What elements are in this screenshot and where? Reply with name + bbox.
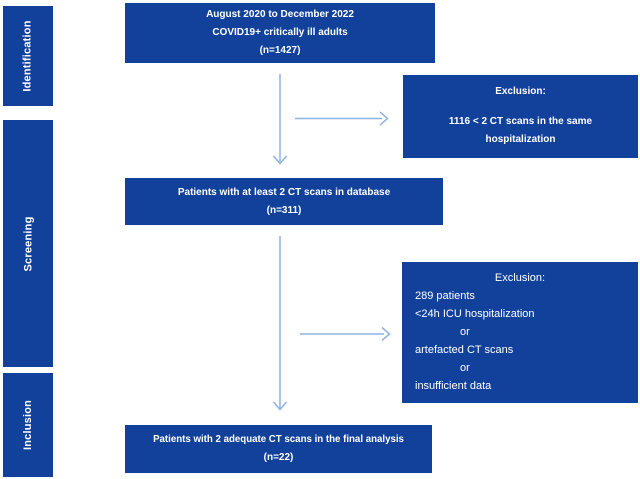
arrow-to-exclusion-1 (295, 111, 389, 126)
inclusion-box-count: (n=22) (263, 452, 294, 463)
arrow-screening-to-inclusion (272, 236, 288, 411)
exclusion-2-line: 289 patients (415, 290, 475, 302)
exclusion-1-body: 1116 < 2 CT scans in the same hospitaliz… (448, 116, 593, 145)
screening-box: Patients with at least 2 CT scans in dat… (125, 178, 443, 225)
sidebar-stage-screening: Screening (3, 120, 53, 367)
inclusion-box-line: Patients with 2 adequate CT scans in the… (153, 434, 404, 445)
exclusion-2-line: <24h ICU hospitalization (415, 308, 535, 320)
identification-box: August 2020 to December 2022 COVID19+ cr… (125, 3, 435, 63)
exclusion-box-1: Exclusion: 1116 < 2 CT scans in the same… (403, 75, 638, 158)
stage-label-inclusion: Inclusion (22, 399, 34, 451)
exclusion-box-2: Exclusion: 289 patients <24h ICU hospita… (402, 262, 638, 403)
sidebar-stage-identification: Identification (3, 6, 53, 106)
exclusion-2-line: artefacted CT scans (415, 344, 514, 356)
exclusion-2-or-line: or (460, 326, 470, 338)
identification-box-count: (n=1427) (259, 45, 301, 56)
exclusion-2-or-line: or (460, 362, 470, 374)
exclusion-1-spacer (425, 100, 616, 113)
exclusion-1-title: Exclusion: (495, 86, 546, 97)
screening-box-count: (n=311) (266, 204, 302, 216)
identification-box-line: August 2020 to December 2022 (206, 9, 354, 20)
sidebar-stage-inclusion: Inclusion (3, 373, 53, 477)
identification-box-line: COVID19+ critically ill adults (212, 27, 348, 38)
inclusion-box: Patients with 2 adequate CT scans in the… (125, 425, 432, 473)
screening-box-line: Patients with at least 2 CT scans in dat… (177, 186, 391, 198)
stage-label-identification: Identification (22, 20, 34, 92)
exclusion-2-line: insufficient data (415, 380, 492, 392)
stage-label-screening: Screening (22, 216, 34, 271)
arrow-identification-to-screening (272, 74, 288, 165)
arrow-to-exclusion-2 (300, 326, 391, 342)
exclusion-2-title: Exclusion: (494, 272, 546, 284)
